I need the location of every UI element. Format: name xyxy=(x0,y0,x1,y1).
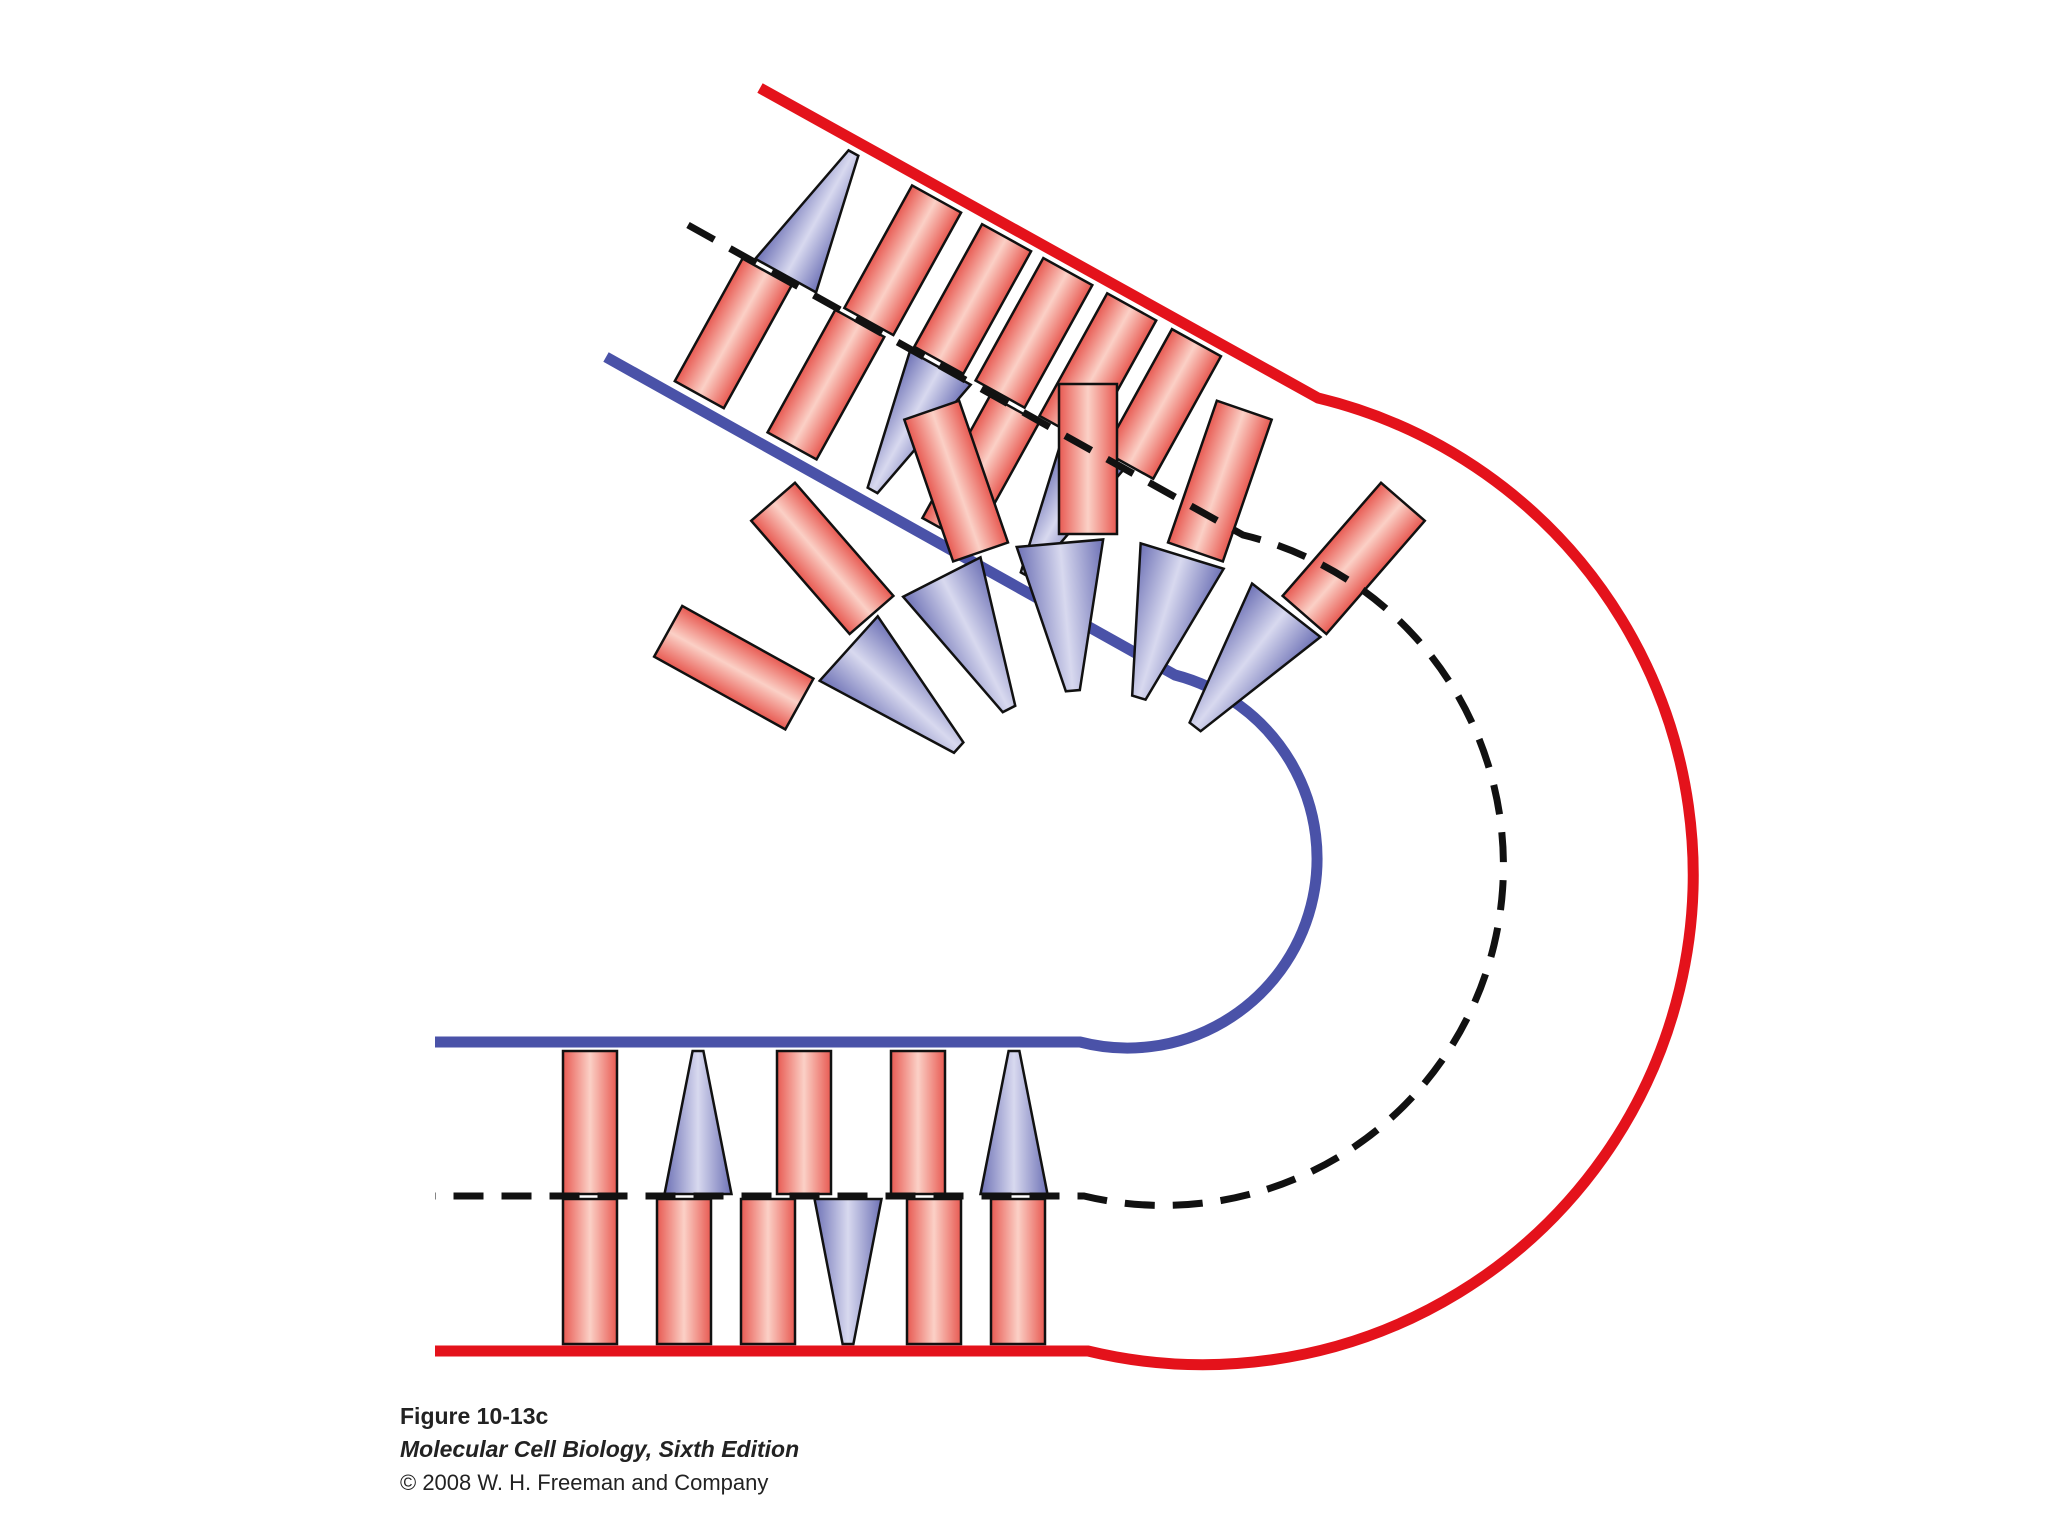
bend-outer-red-block-5 xyxy=(1166,399,1274,564)
bend-outer-red-block-2 xyxy=(749,480,896,636)
blue-wedge-shape xyxy=(901,555,1017,714)
top-outer-red-block-3 xyxy=(912,222,1033,376)
red-block-shape xyxy=(1102,327,1223,481)
blue-wedge-shape xyxy=(1130,541,1226,702)
red-block-shape xyxy=(561,1197,619,1346)
red-block-shape xyxy=(673,256,794,410)
bottom-outer-red-block-3 xyxy=(739,1197,797,1346)
bottom-inner-blue-block-2 xyxy=(663,1049,733,1196)
bend-inner-blue-block-3 xyxy=(1015,538,1105,693)
red-block-shape xyxy=(1166,399,1274,564)
top-outer-red-block-2 xyxy=(842,183,963,337)
book-title: Molecular Cell Biology, Sixth Edition xyxy=(400,1436,800,1462)
red-block-shape xyxy=(655,1197,713,1346)
outer-red-strand xyxy=(435,83,1699,1371)
axis-layer xyxy=(435,221,1507,1209)
block-layer xyxy=(561,148,1427,1346)
bottom-inner-red-block-4 xyxy=(889,1049,947,1196)
figure-label: Figure 10-13c xyxy=(400,1403,549,1429)
red-block-shape xyxy=(989,1197,1047,1346)
blue-wedge-shape xyxy=(817,614,965,755)
bottom-inner-red-block-1 xyxy=(561,1049,619,1196)
red-block-shape xyxy=(973,256,1095,410)
bend-outer-red-block-1 xyxy=(652,604,816,732)
bottom-outer-blue-block-4 xyxy=(813,1197,883,1346)
red-block-shape xyxy=(775,1049,833,1196)
bend-outer-red-block-6 xyxy=(1280,480,1427,636)
bend-inner-blue-block-1 xyxy=(817,614,965,755)
blue-wedge-shape xyxy=(979,1049,1049,1196)
red-block-shape xyxy=(765,308,887,462)
blue-wedge-shape xyxy=(1015,538,1105,693)
bottom-outer-red-block-5 xyxy=(905,1197,963,1346)
top-inner-red-block-2 xyxy=(765,308,887,462)
red-block-shape xyxy=(652,604,816,732)
top-outer-red-block-6 xyxy=(1102,327,1223,481)
bend-inner-blue-block-4 xyxy=(1130,541,1226,702)
bottom-inner-blue-block-5 xyxy=(979,1049,1049,1196)
bottom-outer-red-block-1 xyxy=(561,1197,619,1346)
bottom-inner-red-block-3 xyxy=(775,1049,833,1196)
red-block-shape xyxy=(739,1197,797,1346)
bend-inner-blue-block-5 xyxy=(1188,581,1323,733)
red-block-shape xyxy=(561,1049,619,1196)
bend-inner-blue-block-2 xyxy=(901,555,1017,714)
bend-outer-red-block-3 xyxy=(902,399,1010,564)
red-block-shape xyxy=(842,183,963,337)
bottom-outer-red-block-2 xyxy=(655,1197,713,1346)
bottom-outer-red-block-6 xyxy=(989,1197,1047,1346)
red-block-shape xyxy=(912,222,1033,376)
red-block-shape xyxy=(1057,382,1119,536)
blue-wedge-shape xyxy=(1188,581,1323,733)
copyright-line: © 2008 W. H. Freeman and Company xyxy=(400,1470,769,1495)
blue-wedge-shape xyxy=(663,1049,733,1196)
red-block-shape xyxy=(889,1049,947,1196)
blue-wedge-shape xyxy=(813,1197,883,1346)
red-block-shape xyxy=(902,399,1010,564)
red-block-shape xyxy=(749,480,896,636)
bend-outer-red-block-4 xyxy=(1057,382,1119,536)
dashed-midline xyxy=(435,221,1507,1209)
strand-layer xyxy=(435,83,1699,1371)
top-outer-red-block-4 xyxy=(973,256,1095,410)
top-inner-red-block-1 xyxy=(673,256,794,410)
red-block-shape xyxy=(905,1197,963,1346)
red-block-shape xyxy=(1280,480,1427,636)
inner-blue-strand xyxy=(435,352,1323,1054)
figure-caption: Figure 10-13c Molecular Cell Biology, Si… xyxy=(400,1400,799,1499)
